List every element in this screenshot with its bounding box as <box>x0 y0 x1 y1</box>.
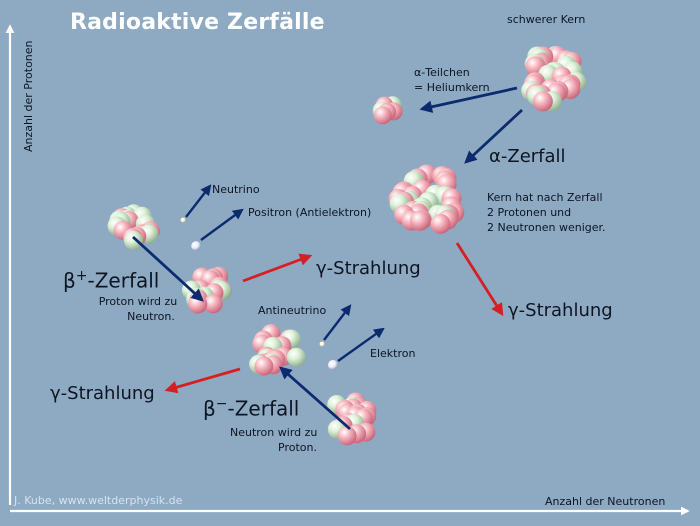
beta-minus-symbol: β <box>203 396 216 421</box>
heavy-nucleus-label: schwerer Kern <box>507 13 586 26</box>
beta-minus-gamma-label: γ-Strahlung <box>50 383 155 404</box>
arrow-beta-plus-decay <box>132 235 204 302</box>
proton <box>337 426 357 446</box>
arrow-beta-minus-gamma <box>164 367 241 394</box>
alpha-particle-line1: α-Teilchen <box>414 66 470 79</box>
beta-plus-desc-line1: Proton wird zu <box>98 295 178 308</box>
alpha-note-line3: 2 Neutronen weniger. <box>487 221 606 234</box>
proton <box>430 213 451 234</box>
credit-text: J. Kube, www.weltderphysik.de <box>14 494 183 507</box>
alpha-note-line2: 2 Protonen und <box>487 206 572 219</box>
alpha-gamma-label: γ-Strahlung <box>508 300 613 321</box>
alpha-note-line1: Kern hat nach Zerfall <box>487 191 603 204</box>
arrows <box>132 86 523 431</box>
arrow-electron <box>337 327 385 362</box>
beta-plus-sup: + <box>75 268 88 284</box>
arrow-antineutrino <box>323 304 352 341</box>
helium-nucleus <box>372 96 403 125</box>
beta-minus-daughter-nucleus <box>249 324 306 376</box>
positron-label: Positron (Antielektron) <box>248 206 372 219</box>
alpha-particle-label: α-Teilchen = Heliumkern <box>414 65 490 95</box>
alpha-particle-line2: = Heliumkern <box>414 81 490 94</box>
arrow-alpha-decay <box>464 108 523 164</box>
neutron <box>124 231 143 250</box>
beta-minus-sup: − <box>215 396 228 412</box>
diagram-title: Radioaktive Zerfälle <box>70 10 325 35</box>
small-particles <box>180 217 338 370</box>
alpha-daughter-nucleus <box>388 164 465 234</box>
arrow-positron <box>200 208 244 241</box>
proton <box>410 210 430 231</box>
heavy-nucleus <box>521 46 587 112</box>
neutron <box>286 347 306 367</box>
proton <box>532 91 553 112</box>
beta-minus-desc-line2: Proton. <box>278 441 317 454</box>
beta-plus-symbol: β <box>63 268 76 293</box>
beta-plus-decay-label: β+-Zerfall <box>63 268 159 293</box>
arrow-neutrino <box>185 184 212 218</box>
arrow-beta-plus-gamma <box>242 253 313 283</box>
antineutrino-label: Antineutrino <box>258 304 327 317</box>
beta-plus-text: -Zerfall <box>87 268 160 293</box>
beta-minus-desc: Neutron wird zu Proton. <box>230 425 330 455</box>
arrow-alpha-gamma <box>455 242 504 317</box>
proton <box>203 294 223 314</box>
alpha-decay-label: α-Zerfall <box>489 146 566 167</box>
y-axis-label: Anzahl der Protonen <box>22 40 35 152</box>
beta-minus-desc-line1: Neutron wird zu <box>230 426 318 439</box>
axes <box>5 24 690 516</box>
arrow-beta-minus-decay <box>279 366 351 431</box>
beta-plus-desc-line2: Neutron. <box>127 310 175 323</box>
proton <box>254 356 274 376</box>
beta-minus-parent-nucleus <box>327 392 377 446</box>
neutrino-label: Neutrino <box>212 183 260 196</box>
arrow-alpha-particle <box>419 86 518 113</box>
electron-particle <box>328 360 338 370</box>
alpha-note: Kern hat nach Zerfall 2 Protonen und 2 N… <box>487 190 606 235</box>
x-axis-label: Anzahl der Neutronen <box>545 495 666 508</box>
positron-particle <box>191 241 201 251</box>
proton <box>373 106 392 125</box>
beta-plus-gamma-label: γ-Strahlung <box>316 258 421 279</box>
electron-label: Elektron <box>370 347 416 360</box>
beta-minus-text: -Zerfall <box>227 396 300 421</box>
beta-plus-parent-nucleus <box>107 204 160 250</box>
neutrino-particle <box>180 217 186 223</box>
nuclei-layer <box>107 46 587 446</box>
beta-plus-desc: Proton wird zu Neutron. <box>88 294 188 324</box>
beta-minus-decay-label: β−-Zerfall <box>203 396 299 421</box>
antineutrino-particle <box>319 341 325 347</box>
